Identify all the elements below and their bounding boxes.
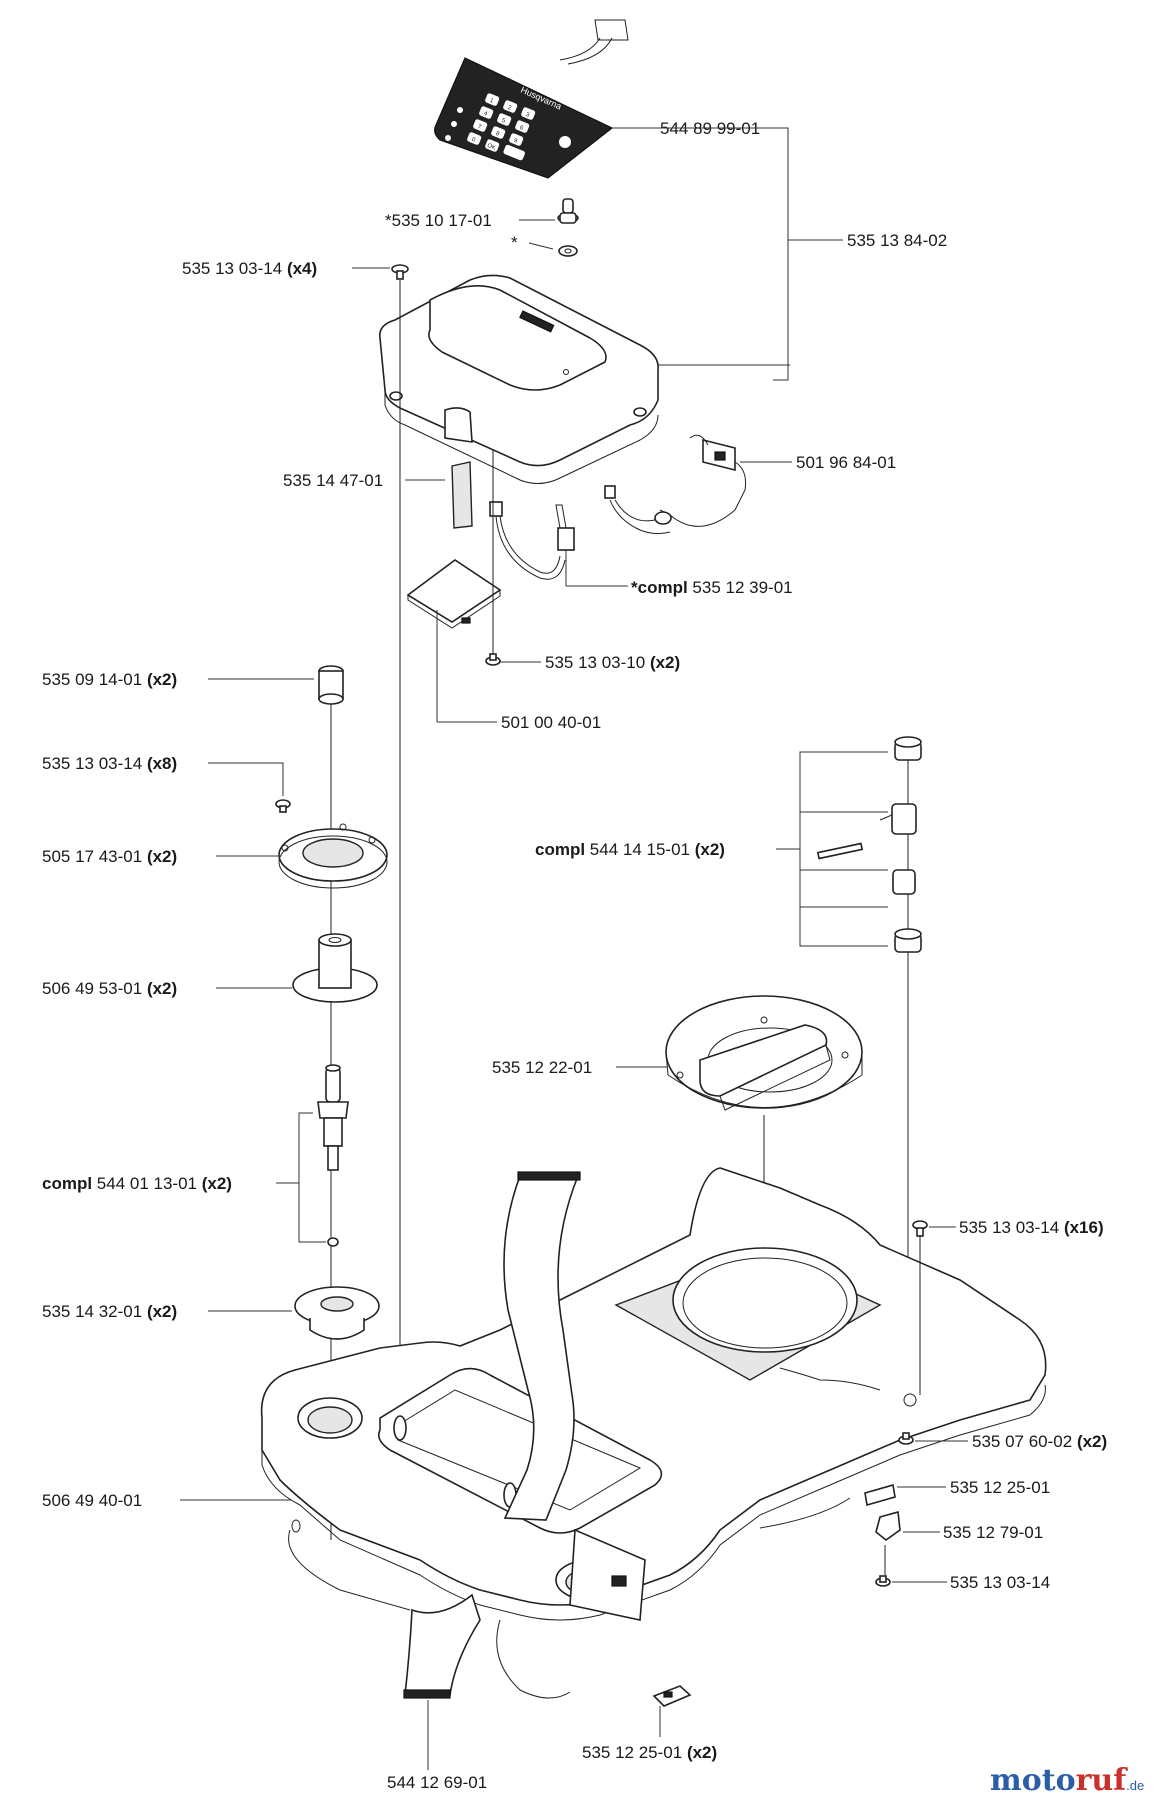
label-lid-blade: 535 12 22-01 bbox=[492, 1058, 592, 1077]
screw-cover bbox=[391, 264, 409, 280]
flange-plate bbox=[278, 823, 388, 889]
sticker bbox=[864, 1483, 896, 1507]
knob bbox=[557, 198, 579, 224]
label-circuit-board: 501 00 40-01 bbox=[501, 713, 601, 732]
label-flange-plate: 505 17 43-01 (x2) bbox=[42, 847, 177, 866]
label-sticker-bottom: 535 12 25-01 (x2) bbox=[582, 1743, 717, 1762]
hinge-parts bbox=[816, 736, 922, 953]
label-screw-cover: 535 13 03-14 (x4) bbox=[182, 259, 317, 278]
label-switch-compl: *compl 535 12 39-01 bbox=[631, 578, 793, 597]
keypad-key: 7 bbox=[477, 124, 483, 131]
wire-harness bbox=[604, 434, 746, 535]
watermark-logo: motoruf.de bbox=[990, 1763, 1144, 1798]
label-hinge-compl: compl 544 14 15-01 (x2) bbox=[535, 840, 725, 859]
label-cover-assembly: 535 13 84-02 bbox=[847, 231, 947, 250]
seal-strip bbox=[444, 407, 473, 529]
keypad-key: 2 bbox=[507, 105, 513, 112]
label-sensor-compl: compl 544 01 13-01 (x2) bbox=[42, 1174, 232, 1193]
chassis bbox=[260, 1167, 1047, 1699]
lid bbox=[665, 995, 863, 1111]
label-screw-board: 535 13 03-10 (x2) bbox=[545, 653, 680, 672]
keypad-key: 0 bbox=[471, 137, 477, 144]
label-screw-chassis: 535 13 03-14 (x16) bbox=[959, 1218, 1104, 1237]
label-seal-strip: 535 14 47-01 bbox=[283, 471, 383, 490]
keypad-key: 9 bbox=[513, 138, 519, 145]
sticker-bottom bbox=[652, 1685, 692, 1707]
bushing-top bbox=[318, 665, 344, 705]
label-washer-star: * bbox=[511, 233, 518, 252]
label-bushing-bottom: 535 14 32-01 (x2) bbox=[42, 1302, 177, 1321]
label-bushing-top: 535 09 14-01 (x2) bbox=[42, 670, 177, 689]
keypad-key: 5 bbox=[501, 118, 507, 125]
keypad-key: 6 bbox=[519, 125, 525, 132]
keypad-key: 3 bbox=[525, 112, 531, 119]
sleeve bbox=[292, 933, 378, 1003]
circuit-board bbox=[406, 559, 502, 629]
screw-board bbox=[485, 653, 501, 666]
screw-chassis bbox=[912, 1220, 928, 1237]
label-clip: 535 12 79-01 bbox=[943, 1523, 1043, 1542]
label-screw-flange: 535 13 03-14 (x8) bbox=[42, 754, 177, 773]
switch bbox=[489, 501, 575, 580]
keypad-key: 4 bbox=[483, 111, 489, 118]
screw-flange bbox=[275, 799, 291, 813]
keypad-key: 8 bbox=[495, 131, 501, 138]
label-screw-clip: 535 13 03-14 bbox=[950, 1573, 1050, 1592]
label-screw-hinge: 535 07 60-02 (x2) bbox=[972, 1432, 1107, 1451]
washer bbox=[558, 245, 578, 257]
clip bbox=[875, 1510, 901, 1542]
ribbon-cable bbox=[403, 1171, 581, 1699]
bushing-bottom bbox=[294, 1286, 380, 1340]
label-ribbon-cable: 544 12 69-01 bbox=[387, 1773, 487, 1792]
label-chassis: 506 49 40-01 bbox=[42, 1491, 142, 1510]
screw-hinge bbox=[898, 1432, 914, 1445]
svg-text:motoruf.de: motoruf.de bbox=[990, 1763, 1144, 1798]
sensor bbox=[317, 1064, 349, 1247]
screw-clip bbox=[875, 1575, 891, 1587]
keypad-keys bbox=[467, 93, 536, 161]
cover-housing bbox=[378, 274, 659, 484]
keypad-key: OK bbox=[486, 143, 496, 152]
label-sleeve: 506 49 53-01 (x2) bbox=[42, 979, 177, 998]
label-sticker: 535 12 25-01 bbox=[950, 1478, 1050, 1497]
keypad-key: 1 bbox=[489, 98, 495, 105]
label-wire-harness: 501 96 84-01 bbox=[796, 453, 896, 472]
label-knob: *535 10 17-01 bbox=[385, 211, 492, 230]
